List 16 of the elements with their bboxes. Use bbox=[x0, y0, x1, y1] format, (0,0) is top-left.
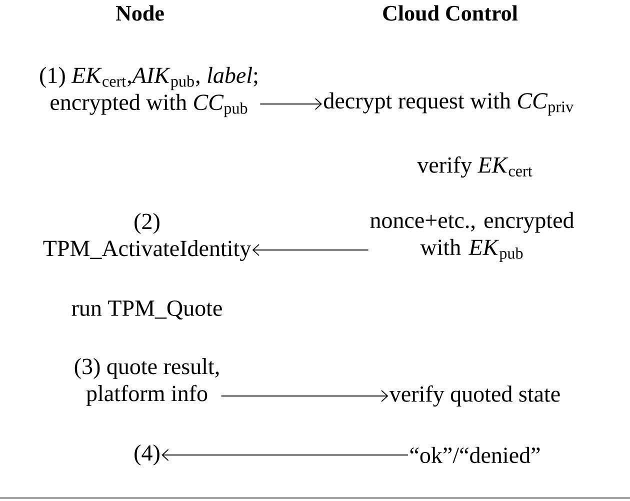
cell-text: run TPM_Quote bbox=[72, 300, 222, 320]
cell-text: verify quoted state bbox=[389, 385, 560, 407]
arrow bbox=[252, 244, 369, 256]
cell-text: “ok”/“denied” bbox=[410, 446, 540, 464]
cell-text: (3) quote result, platform info bbox=[74, 358, 219, 406]
cell-text: (2) TPM_ActivateIdentity bbox=[43, 213, 252, 261]
cell-text: (4) bbox=[134, 444, 160, 466]
cell-text: decrypt request with CC$_{priv}$ bbox=[324, 92, 574, 116]
cell-text: nonce+etc., encrypted with EK$_{pub}$ bbox=[370, 212, 574, 262]
arrow bbox=[162, 449, 408, 461]
cell-text: (1) EK$_{cert}$,AIK$_{pub}$, label; encrypted with CC$_{pub}$ bbox=[40, 66, 258, 118]
column-header: Node bbox=[116, 5, 164, 21]
cell-text: verify EK$_{cert}$ bbox=[417, 156, 532, 178]
arrow bbox=[220, 390, 388, 402]
arrow bbox=[260, 98, 322, 110]
column-header: Cloud Control bbox=[383, 5, 518, 21]
